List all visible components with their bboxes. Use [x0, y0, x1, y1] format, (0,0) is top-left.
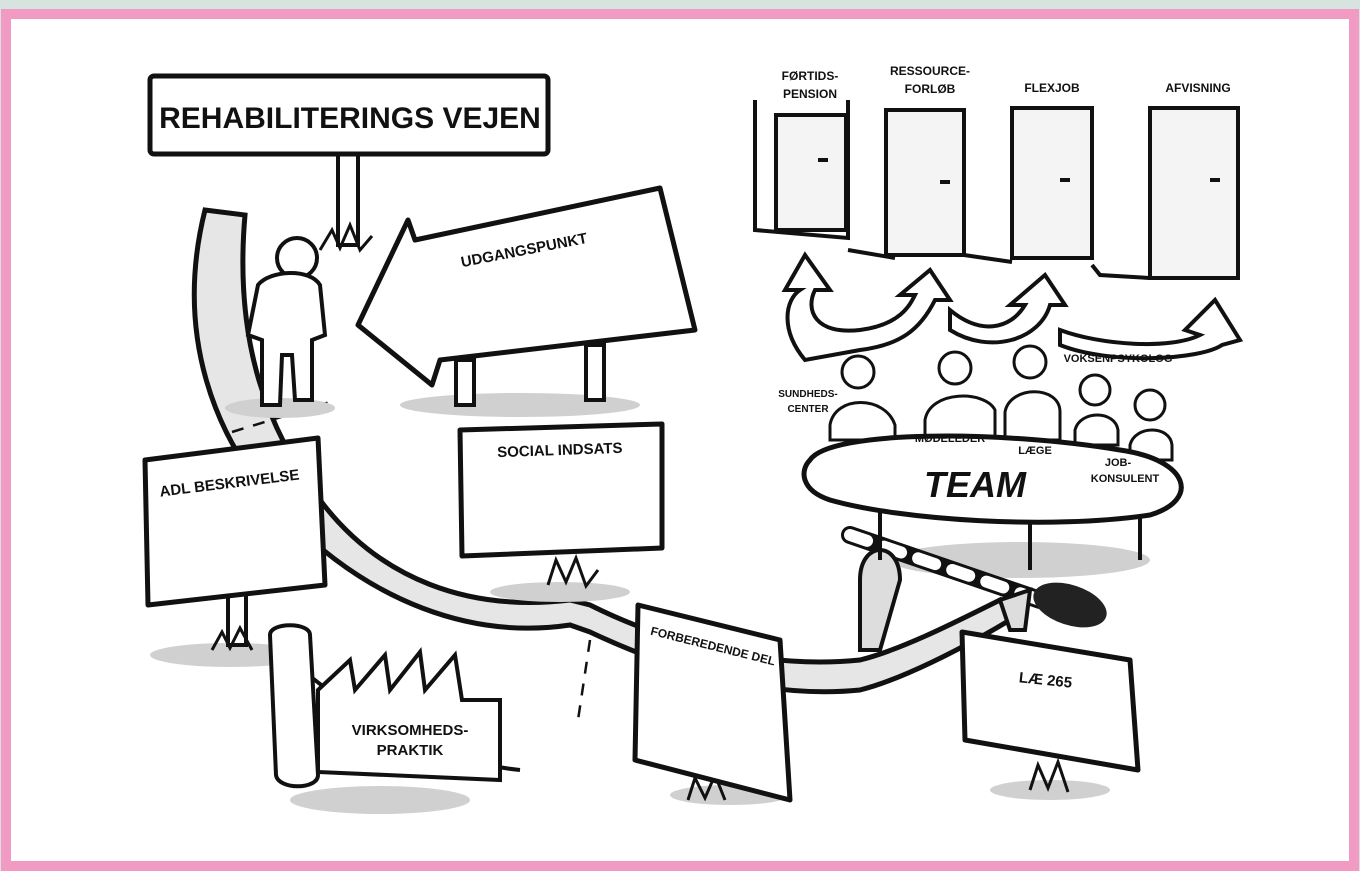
- team-label: TEAM: [924, 464, 1027, 505]
- door-afvisning: AFVISNING: [1165, 81, 1230, 95]
- lae265-label: LÆ 265: [1018, 669, 1073, 691]
- page-title: REHABILITERINGS VEJEN: [159, 102, 541, 135]
- sundhed-line1: SUNDHEDS-: [778, 389, 837, 400]
- team-table: TEAM: [801, 344, 1184, 570]
- social-indsats-sign: SOCIAL INDSATS: [457, 421, 665, 590]
- team-members-icon: [828, 344, 1174, 462]
- moedeleder-label: MØDELEDER: [915, 433, 985, 445]
- door-labels: FØRTIDS- PENSION RESSOURCE- FORLØB FLEXJ…: [782, 64, 1231, 101]
- person-icon: [245, 236, 328, 407]
- voksenpsykolog-label: VOKSENPSYKOLOG: [1064, 353, 1173, 365]
- doors-wall: [753, 100, 1240, 280]
- virksomhed-line2: PRAKTIK: [377, 742, 444, 759]
- arrows-to-doors: [781, 251, 1244, 363]
- social-label: SOCIAL INDSATS: [497, 440, 623, 461]
- virksomhed-line1: VIRKSOMHEDS-: [352, 722, 469, 739]
- job-line1: JOB-: [1105, 457, 1132, 469]
- laege-label: LÆGE: [1018, 445, 1052, 457]
- door-fortidspension-line2: PENSION: [783, 87, 837, 101]
- team-member-labels: SUNDHEDS- CENTER MØDELEDER LÆGE VOKSENPS…: [778, 353, 1172, 485]
- door-ressource-line1: RESSOURCE-: [890, 64, 970, 78]
- factory-icon: VIRKSOMHEDS- PRAKTIK: [267, 623, 502, 789]
- door-fortidspension-line1: FØRTIDS-: [782, 69, 839, 83]
- forberedende-sign: FORBEREDENDE DEL: [632, 602, 793, 803]
- job-line2: KONSULENT: [1091, 473, 1160, 485]
- sundhed-line2: CENTER: [787, 404, 829, 415]
- udgangspunkt-sign: UDGANGSPUNKT: [355, 185, 698, 407]
- adl-sign: ADL BESKRIVELSE: [142, 435, 328, 652]
- title-sign: REHABILITERINGS VEJEN: [147, 73, 551, 253]
- door-ressource-line2: FORLØB: [905, 82, 956, 96]
- lae265-sign: LÆ 265: [959, 629, 1141, 793]
- door-flexjob: FLEXJOB: [1024, 81, 1080, 95]
